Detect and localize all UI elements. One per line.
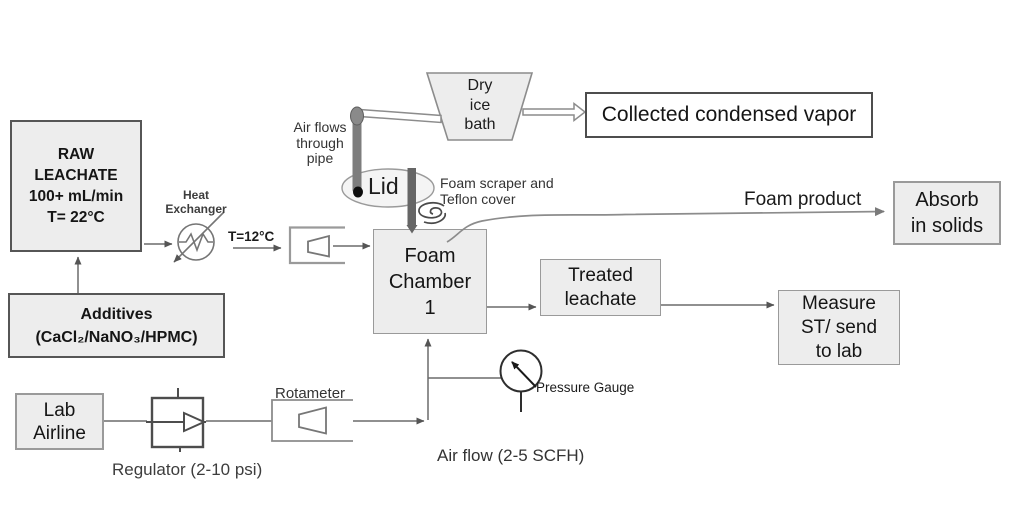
heat-exchanger-label: Heat Exchanger bbox=[160, 188, 232, 216]
air-flows-label: Air flows through pipe bbox=[283, 119, 357, 167]
label-line: Foam scraper and bbox=[440, 175, 554, 191]
rotameter-label: Rotameter bbox=[275, 385, 346, 402]
box-line: Airline bbox=[33, 422, 86, 444]
box-line: RAW bbox=[57, 146, 95, 163]
foam-scraper-label: Foam scraper and Teflon cover bbox=[440, 175, 554, 207]
foam-chamber-box: Foam Chamber 1 bbox=[373, 229, 487, 334]
box-line: Chamber bbox=[388, 270, 472, 293]
label-line: through bbox=[296, 134, 344, 151]
box-line: T= 22°C bbox=[47, 209, 105, 226]
foam-product-label: Foam product bbox=[744, 189, 862, 210]
rotameter-icon bbox=[271, 399, 353, 442]
regulator-label: Regulator (2-10 psi) bbox=[112, 460, 263, 479]
heat-exchanger-icon bbox=[173, 211, 225, 263]
box-line: Lab bbox=[43, 399, 76, 421]
box-line: Absorb bbox=[915, 189, 979, 211]
pipe-icon bbox=[350, 106, 442, 198]
t12-label: T=12°C bbox=[228, 229, 275, 244]
label-line: ice bbox=[469, 96, 491, 114]
absorb-solids-box: Absorb in solids bbox=[893, 181, 1001, 245]
box-line: LEACHATE bbox=[34, 167, 118, 184]
box-line: Foam bbox=[404, 244, 456, 267]
label-line: Heat bbox=[182, 188, 209, 202]
raw-leachate-box: RAW LEACHATE 100+ mL/min T= 22°C bbox=[10, 120, 142, 252]
box-line: Additives bbox=[80, 305, 153, 323]
air-flow-label: Air flow (2-5 SCFH) bbox=[437, 446, 585, 465]
dry-ice-bath-label: Dry ice bath bbox=[440, 76, 520, 135]
box-line: ST/ send bbox=[800, 316, 878, 338]
lab-airline-box: Lab Airline bbox=[15, 393, 104, 450]
regulator-icon bbox=[146, 388, 207, 452]
box-line: Collected condensed vapor bbox=[601, 103, 857, 126]
lid-label: Lid bbox=[368, 173, 399, 199]
measure-st-box: Measure ST/ send to lab bbox=[778, 290, 900, 365]
connector-lines bbox=[74, 240, 775, 425]
label-line: bath bbox=[464, 116, 496, 133]
label-line: Teflon cover bbox=[440, 190, 516, 207]
box-line: Treated bbox=[568, 264, 633, 286]
box-line: in solids bbox=[910, 215, 984, 237]
pressure-gauge-icon bbox=[499, 349, 543, 412]
label-line: Air flows bbox=[293, 119, 347, 135]
label-line: Exchanger bbox=[165, 201, 227, 216]
box-line: 100+ mL/min bbox=[28, 188, 124, 205]
flow-cell-icon bbox=[288, 226, 345, 265]
treated-leachate-box: Treated leachate bbox=[540, 259, 661, 316]
box-line: leachate bbox=[564, 288, 637, 310]
box-line: Measure bbox=[802, 292, 876, 314]
box-line: (CaCl₂/NaNO₃/HPMC) bbox=[35, 328, 198, 346]
box-line: to lab bbox=[815, 340, 863, 362]
label-line: Dry bbox=[467, 77, 493, 94]
box-line: 1 bbox=[424, 296, 436, 319]
pressure-gauge-label: Pressure Gauge bbox=[536, 380, 635, 395]
vapor-arrow-icon bbox=[522, 101, 587, 123]
label-line: pipe bbox=[306, 150, 334, 166]
additives-box: Additives (CaCl₂/NaNO₃/HPMC) bbox=[8, 293, 225, 358]
collected-vapor-box: Collected condensed vapor bbox=[585, 92, 873, 138]
